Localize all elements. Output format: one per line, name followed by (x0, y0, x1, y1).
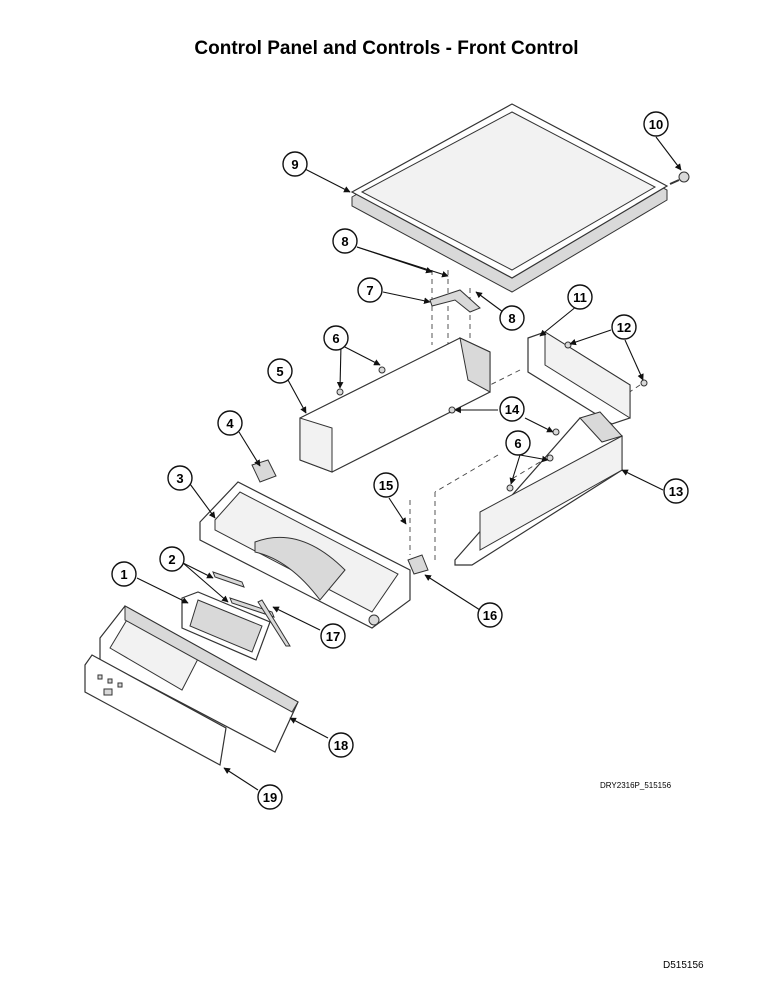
part-clip-4 (251, 459, 277, 483)
callout-8-bottom: 8 (499, 305, 525, 331)
callout-1: 1 (111, 561, 137, 587)
part-right-bracket (448, 406, 623, 566)
callout-4-label: 4 (226, 416, 234, 431)
callout-14-label: 14 (505, 402, 520, 417)
callout-17-label: 17 (326, 629, 340, 644)
callout-8-top: 8 (332, 228, 358, 254)
callout-13: 13 (663, 478, 689, 504)
drawing-code: DRY2316P_515156 (600, 781, 672, 790)
callout-3-label: 3 (176, 471, 183, 486)
callout-17: 17 (320, 623, 346, 649)
callout-18-label: 18 (334, 738, 348, 753)
callout-12: 12 (611, 314, 637, 340)
callout-8-top-label: 8 (341, 234, 348, 249)
page-code: D515156 (663, 960, 704, 971)
callout-16: 16 (477, 602, 503, 628)
part-bracket-7 (429, 289, 481, 313)
part-screw-10 (669, 171, 690, 185)
callout-7-label: 7 (366, 283, 373, 298)
callout-11-label: 11 (573, 290, 587, 305)
callout-15-label: 15 (379, 478, 393, 493)
callout-14: 14 (499, 396, 525, 422)
part-rear-bracket (527, 331, 648, 425)
part-console-housing (199, 481, 429, 629)
callout-19-label: 19 (263, 790, 277, 805)
callout-4: 4 (217, 410, 243, 436)
callout-10: 10 (643, 111, 669, 137)
callout-13-label: 13 (669, 484, 683, 499)
callout-9: 9 (282, 151, 308, 177)
part-top-panel (350, 103, 669, 293)
callout-5: 5 (267, 358, 293, 384)
callout-6-left: 6 (323, 325, 349, 351)
callout-7: 7 (357, 277, 383, 303)
callout-15: 15 (373, 472, 399, 498)
callout-9-label: 9 (291, 157, 298, 172)
callout-18: 18 (328, 732, 354, 758)
callout-2: 2 (159, 546, 185, 572)
callout-10-label: 10 (649, 117, 663, 132)
callout-11: 11 (567, 284, 593, 310)
callout-2-label: 2 (168, 552, 175, 567)
callout-1-label: 1 (120, 567, 127, 582)
part-control-board (181, 591, 271, 661)
callout-3: 3 (167, 465, 193, 491)
leader-lines (136, 136, 682, 791)
callout-6-left-label: 6 (332, 331, 339, 346)
part-console-frame (99, 605, 299, 753)
callout-6-right: 6 (505, 430, 531, 456)
callout-19: 19 (257, 784, 283, 810)
callout-12-label: 12 (617, 320, 631, 335)
callout-16-label: 16 (483, 608, 497, 623)
part-overlay (84, 654, 227, 766)
part-left-bracket (299, 337, 491, 473)
callout-8-bottom-label: 8 (508, 311, 515, 326)
part-small-brackets (212, 571, 291, 647)
page-title: Control Panel and Controls - Front Contr… (194, 38, 579, 59)
callout-6-right-label: 6 (514, 436, 521, 451)
callout-5-label: 5 (276, 364, 283, 379)
